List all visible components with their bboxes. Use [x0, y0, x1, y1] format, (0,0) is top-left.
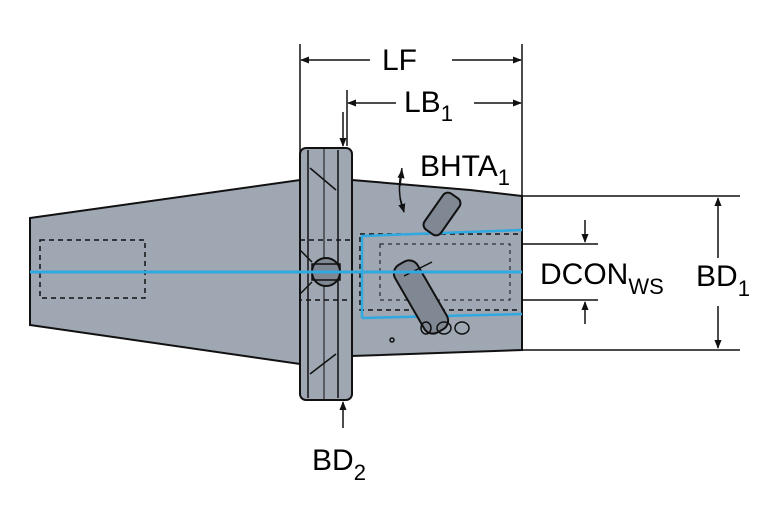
holder-body — [29, 147, 523, 401]
label-lb1: LB1 — [404, 86, 453, 126]
dimension-arrows — [300, 56, 722, 428]
body-marking — [389, 321, 470, 343]
clamp-screw — [392, 259, 450, 335]
set-screw — [422, 191, 462, 237]
label-bd2: BD2 — [312, 444, 366, 485]
label-dcon-ws: DCONWS — [540, 258, 664, 299]
label-bd1: BD1 — [696, 260, 750, 301]
extension-lines — [299, 44, 740, 351]
label-bhta1: BHTA1 — [420, 150, 510, 190]
label-lf: LF — [382, 44, 417, 77]
